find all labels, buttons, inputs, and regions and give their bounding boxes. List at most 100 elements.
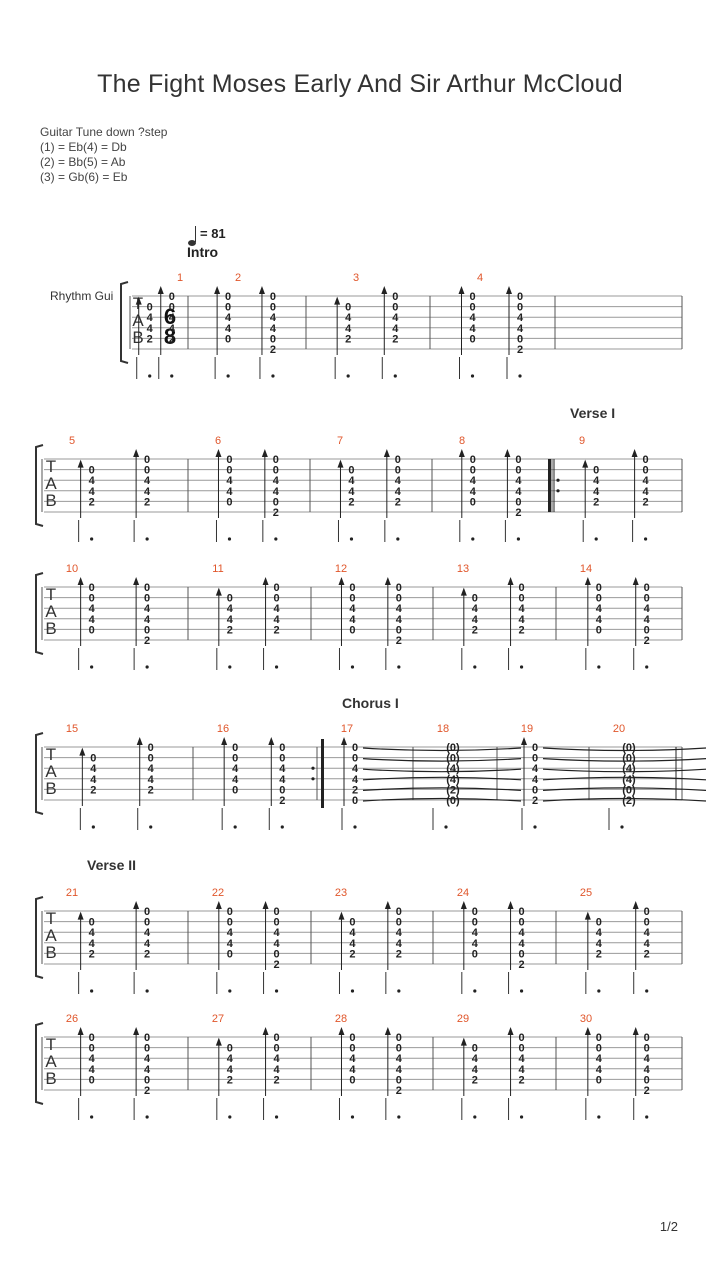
fret-number: 0 xyxy=(470,465,476,477)
fret-number: 4 xyxy=(470,486,477,498)
measure-number: 17 xyxy=(341,723,353,735)
fret-number: 0 xyxy=(348,465,354,477)
tab-system: TAB2104420044222004400044022304420044224… xyxy=(35,887,683,994)
system-bracket xyxy=(35,896,44,979)
fret-number: 4 xyxy=(227,614,234,626)
fret-number: 4 xyxy=(472,938,479,950)
fret-number: 2 xyxy=(518,959,524,971)
fret-number: (0) xyxy=(446,753,460,765)
rhythm-dot xyxy=(274,665,279,669)
fret-number: 4 xyxy=(232,763,239,775)
section-label-verse-2: Verse II xyxy=(87,857,137,873)
fret-number: 4 xyxy=(596,927,603,939)
fret-number: 4 xyxy=(345,312,352,324)
fret-number: 4 xyxy=(89,603,96,615)
measure-number: 14 xyxy=(580,563,592,575)
rhythm-dot xyxy=(350,665,355,669)
fret-number: 0 xyxy=(89,624,95,636)
fret-number: 0 xyxy=(644,906,650,918)
fret-number: (0) xyxy=(446,742,460,754)
fret-number: 0 xyxy=(144,582,150,594)
strum-up-arrow-icon xyxy=(338,911,345,920)
fret-number: 4 xyxy=(517,323,524,335)
fret-number: 2 xyxy=(644,1085,650,1097)
fret-number: 0 xyxy=(273,948,279,960)
fret-number: 4 xyxy=(518,927,525,939)
fret-number: 4 xyxy=(90,774,97,786)
repeat-dot xyxy=(311,777,315,781)
fret-number: 0 xyxy=(396,1032,402,1044)
strum-up-arrow-icon xyxy=(460,1037,467,1046)
tab-clef-letter: A xyxy=(45,1052,57,1071)
rhythm-dot xyxy=(353,825,357,829)
repeat-dot xyxy=(311,766,315,770)
strum-up-arrow-icon xyxy=(136,737,143,745)
tab-clef-letter: A xyxy=(45,474,57,493)
tie-arc xyxy=(542,776,707,781)
fret-number: 2 xyxy=(395,496,401,508)
measure-number: 8 xyxy=(459,435,465,447)
strum-up-arrow-icon xyxy=(507,1027,514,1035)
fret-number: 0 xyxy=(227,593,233,605)
fret-number: 0 xyxy=(643,454,649,466)
fret-number: 4 xyxy=(532,763,539,775)
fret-number: 2 xyxy=(644,635,650,647)
fret-number: 2 xyxy=(643,496,649,508)
fret-number: 4 xyxy=(472,614,479,626)
fret-number: 0 xyxy=(273,917,279,929)
tie-arc xyxy=(362,758,522,762)
strum-up-arrow-icon xyxy=(221,737,228,745)
rhythm-dot xyxy=(594,537,598,541)
fret-number: 4 xyxy=(518,1064,525,1076)
fret-number: 0 xyxy=(532,753,538,765)
fret-number: 2 xyxy=(147,333,153,345)
fret-number: 0 xyxy=(273,1032,279,1044)
tie-arc xyxy=(362,768,522,773)
tuning-line: (2) = Bb(5) = Ab xyxy=(40,155,126,169)
fret-number: 4 xyxy=(392,312,399,324)
tab-clef-letter: T xyxy=(46,745,56,764)
fret-number: 0 xyxy=(518,906,524,918)
tie-arc xyxy=(362,776,522,781)
fret-number: 4 xyxy=(148,763,155,775)
fret-number: 0 xyxy=(144,1043,150,1055)
measure-number: 20 xyxy=(613,723,625,735)
fret-number: 0 xyxy=(144,454,150,466)
fret-number: 4 xyxy=(517,312,524,324)
repeat-dot xyxy=(556,489,560,493)
fret-number: 0 xyxy=(349,1043,355,1055)
fret-number: 0 xyxy=(279,753,285,765)
fret-number: 4 xyxy=(345,323,352,335)
song-title: The Fight Moses Early And Sir Arthur McC… xyxy=(97,70,623,98)
rhythm-dot xyxy=(149,825,153,829)
tab-clef-letter: T xyxy=(46,457,56,476)
fret-number: 4 xyxy=(169,312,176,324)
fret-number: 4 xyxy=(349,603,356,615)
fret-number: 4 xyxy=(643,486,650,498)
measure-number: 24 xyxy=(457,887,469,899)
fret-number: 0 xyxy=(596,1032,602,1044)
fret-number: 0 xyxy=(517,333,523,345)
fret-number: 2 xyxy=(518,1074,524,1086)
strum-up-arrow-icon xyxy=(384,1027,391,1035)
rhythm-dot xyxy=(228,1115,232,1119)
strum-up-arrow-icon xyxy=(133,901,140,909)
strum-up-arrow-icon xyxy=(262,1027,269,1035)
fret-number: 0 xyxy=(279,784,285,796)
fret-number: 0 xyxy=(144,624,150,636)
fret-number: 0 xyxy=(518,948,524,960)
strum-up-arrow-icon xyxy=(384,577,391,585)
fret-number: 0 xyxy=(352,753,358,765)
fret-number: 0 xyxy=(596,624,602,636)
strum-up-arrow-icon xyxy=(632,1027,639,1035)
rhythm-dot xyxy=(148,374,152,378)
fret-number: 4 xyxy=(396,603,403,615)
fret-number: 4 xyxy=(232,774,239,786)
fret-number: 0 xyxy=(517,302,523,314)
rhythm-dot xyxy=(274,537,278,541)
track-name: Rhythm Gui xyxy=(50,289,114,303)
fret-number: (2) xyxy=(446,784,460,796)
fret-number: (0) xyxy=(622,753,636,765)
fret-number: 0 xyxy=(472,1043,478,1055)
tab-clef-letter: A xyxy=(45,762,57,781)
